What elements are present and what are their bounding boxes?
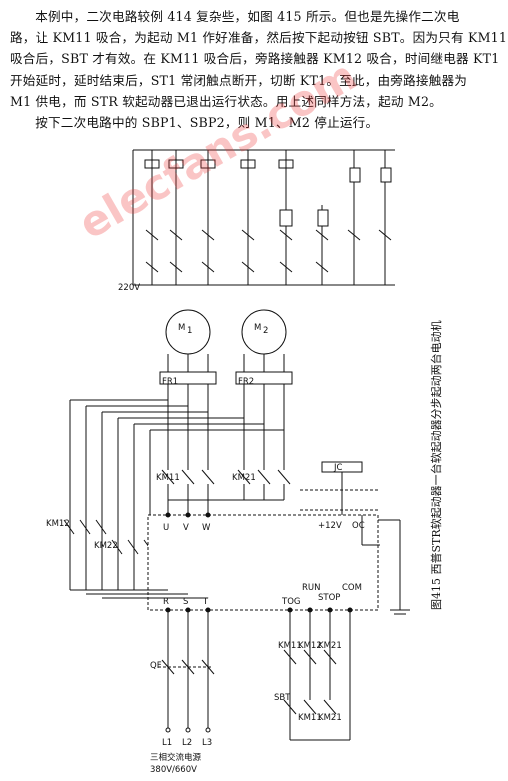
motor-m1 [159, 309, 217, 392]
text-line: 按下二次电路中的 SBP1、SBP2，则 M1、M2 停止运行。 [35, 115, 379, 131]
overload-label: FR1 [162, 377, 178, 387]
text-line: 路，让 KM11 吸合，为起动 M1 作好准备，然后按下起动按钮 SBT。因为只… [10, 30, 508, 46]
aux-out-label: OC [352, 521, 365, 531]
phase-label: L3 [202, 738, 212, 748]
control-terminal-label: COM [342, 583, 362, 593]
text-line: 吸合后，SBT 才有效。在 KM11 吸合后，旁路接触器 KM12 吸合，时间继… [10, 51, 500, 67]
output-terminal-label: W [202, 523, 211, 533]
contactor-label: KM11 [156, 473, 180, 483]
control-label: KM21 [318, 641, 342, 651]
motor-label: M [178, 323, 185, 333]
supply-label: 220V [118, 283, 140, 293]
output-terminal-label: U [163, 523, 169, 533]
figure-caption: 图415 西普STR软起动器一台软起动器分步起动两台电动机 [429, 320, 443, 610]
overload-label: FR2 [238, 377, 254, 387]
control-label: KM12 [298, 641, 322, 651]
control-terminal-label: RUN [302, 583, 321, 593]
text-line: 本例中，二次电路较例 414 复杂些，如图 415 所示。但也是先操作二次电 [35, 9, 460, 24]
body-text: 本例中，二次电路较例 414 复杂些，如图 415 所示。但也是先操作二次电 路… [10, 6, 508, 133]
breaker-label: QF [150, 661, 162, 671]
output-terminal-label: V [183, 523, 189, 533]
svg-text:1: 1 [187, 326, 192, 336]
motor-label: M [254, 323, 261, 333]
mains-label: 三相交流电源 [150, 752, 202, 763]
control-label: KM11 [278, 641, 302, 651]
phase-label: L2 [182, 738, 192, 748]
control-label: KM21 [318, 713, 342, 723]
relay-label: JC [333, 463, 343, 473]
control-circuit [132, 149, 395, 286]
control-label: SBT [274, 693, 291, 703]
input-terminal-label: R [163, 597, 169, 607]
bypass-label: KM22 [94, 541, 118, 551]
motor-m2 [235, 309, 293, 392]
contactor-label: KM21 [232, 473, 256, 483]
text-line: 开始延时，延时结束后，ST1 常闭触点断开，切断 KT1。至此，由旁路接触器为 [10, 72, 468, 88]
control-terminal-label: STOP [318, 593, 340, 603]
bypass-label: KM12 [46, 519, 70, 529]
aux-power-label: +12V [318, 521, 342, 531]
diagram-labels: M 1 M 2 FR1 FR2 KM11 KM21 KM12 KM22 U V … [46, 283, 365, 775]
input-terminal-label: S [183, 597, 188, 607]
voltage-label: 380V/660V [150, 765, 197, 775]
control-terminal-label: TOG [281, 597, 300, 607]
control-label: KM11 [298, 713, 322, 723]
text-line: M1 供电，而 STR 软起动器已退出运行状态。用上述同样方法，起动 M2。 [10, 93, 442, 109]
svg-text:2: 2 [263, 326, 268, 336]
phase-label: L1 [162, 738, 172, 748]
input-terminal-label: T [202, 597, 209, 607]
